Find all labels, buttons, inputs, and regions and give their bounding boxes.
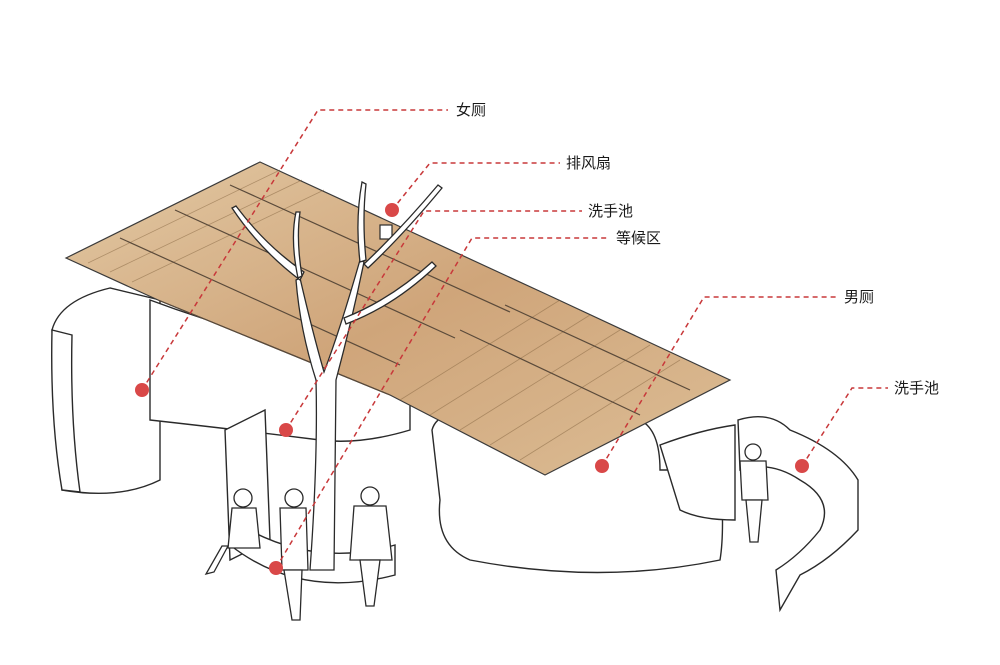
marker-waiting-area: [269, 561, 283, 575]
marker-wash-basin-2: [795, 459, 809, 473]
exhaust-fan-pipe: [379, 224, 393, 240]
label-male-toilet: 男厕: [844, 288, 875, 306]
leader-exhaust-fan: [391, 162, 560, 211]
marker-wash-basin-1: [279, 423, 293, 437]
person-standing-right: [739, 443, 769, 543]
leader-female-toilet: [141, 109, 448, 391]
leader-lines: [141, 109, 888, 569]
label-wash-basin-2: 洗手池: [894, 379, 940, 397]
person-standing-center: [279, 488, 309, 621]
person-seated-left: [204, 488, 261, 576]
leader-wash-basin-2: [801, 387, 888, 467]
leader-wash-basin-1: [285, 210, 582, 431]
leader-male-toilet: [601, 296, 838, 467]
tree: [231, 181, 443, 571]
label-wash-basin-1: 洗手池: [588, 202, 634, 220]
leader-waiting-area: [275, 237, 610, 569]
label-exhaust-fan: 排风扇: [566, 154, 612, 172]
person-seated-right: [349, 486, 393, 607]
markers: [135, 203, 809, 575]
label-female-toilet: 女厕: [456, 101, 487, 119]
female-toilet-wall: [51, 287, 321, 495]
label-waiting-area: 等候区: [616, 229, 662, 247]
marker-male-toilet: [595, 459, 609, 473]
wash-basin-wall: [737, 416, 859, 613]
marker-female-toilet: [135, 383, 149, 397]
marker-exhaust-fan: [385, 203, 399, 217]
wooden-roof: [64, 161, 732, 476]
